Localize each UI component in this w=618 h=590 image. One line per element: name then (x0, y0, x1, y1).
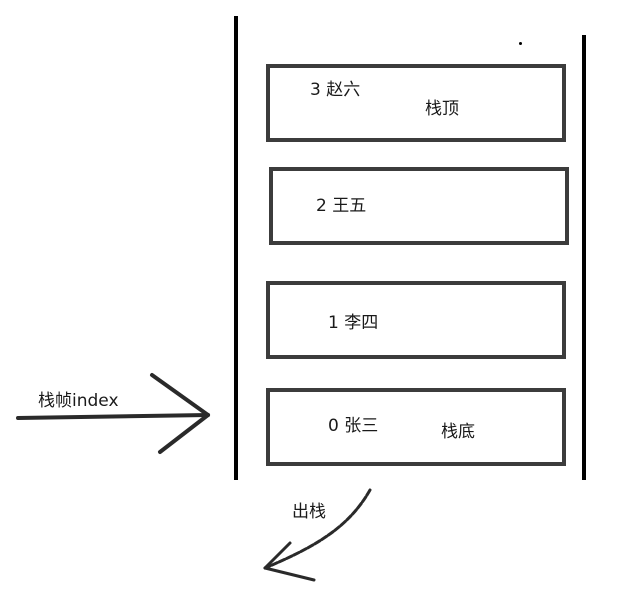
frame-2-label: 2 王五 (316, 196, 366, 216)
stack-frame-2 (269, 167, 569, 245)
frame-1-name: 李四 (344, 313, 379, 333)
stack-right-wall (582, 35, 586, 480)
frame-3-name: 赵六 (326, 80, 361, 100)
frame-0-index: 0 (328, 416, 339, 436)
stack-bottom-label: 栈底 (441, 422, 475, 442)
stack-top-label: 栈顶 (425, 99, 459, 119)
pop-arrow-icon (263, 488, 372, 582)
frame-3-index: 3 (310, 80, 321, 100)
stack-frame-1 (266, 281, 566, 359)
frame-index-arrow-icon (16, 373, 210, 454)
frame-0-label: 0 张三 (328, 416, 378, 436)
stack-left-wall (234, 16, 238, 480)
frame-index-label: 栈帧index (38, 391, 119, 411)
stack-frame-3 (266, 64, 566, 142)
frame-2-name: 王五 (332, 196, 367, 216)
frame-1-label: 1 李四 (328, 313, 378, 333)
stack-frame-0 (266, 388, 566, 466)
pop-label: 出栈 (292, 502, 326, 522)
frame-0-name: 张三 (344, 416, 379, 436)
frame-3-label: 3 赵六 (310, 80, 360, 100)
frame-2-index: 2 (316, 196, 327, 216)
stray-dot (519, 42, 522, 45)
frame-1-index: 1 (328, 313, 339, 333)
